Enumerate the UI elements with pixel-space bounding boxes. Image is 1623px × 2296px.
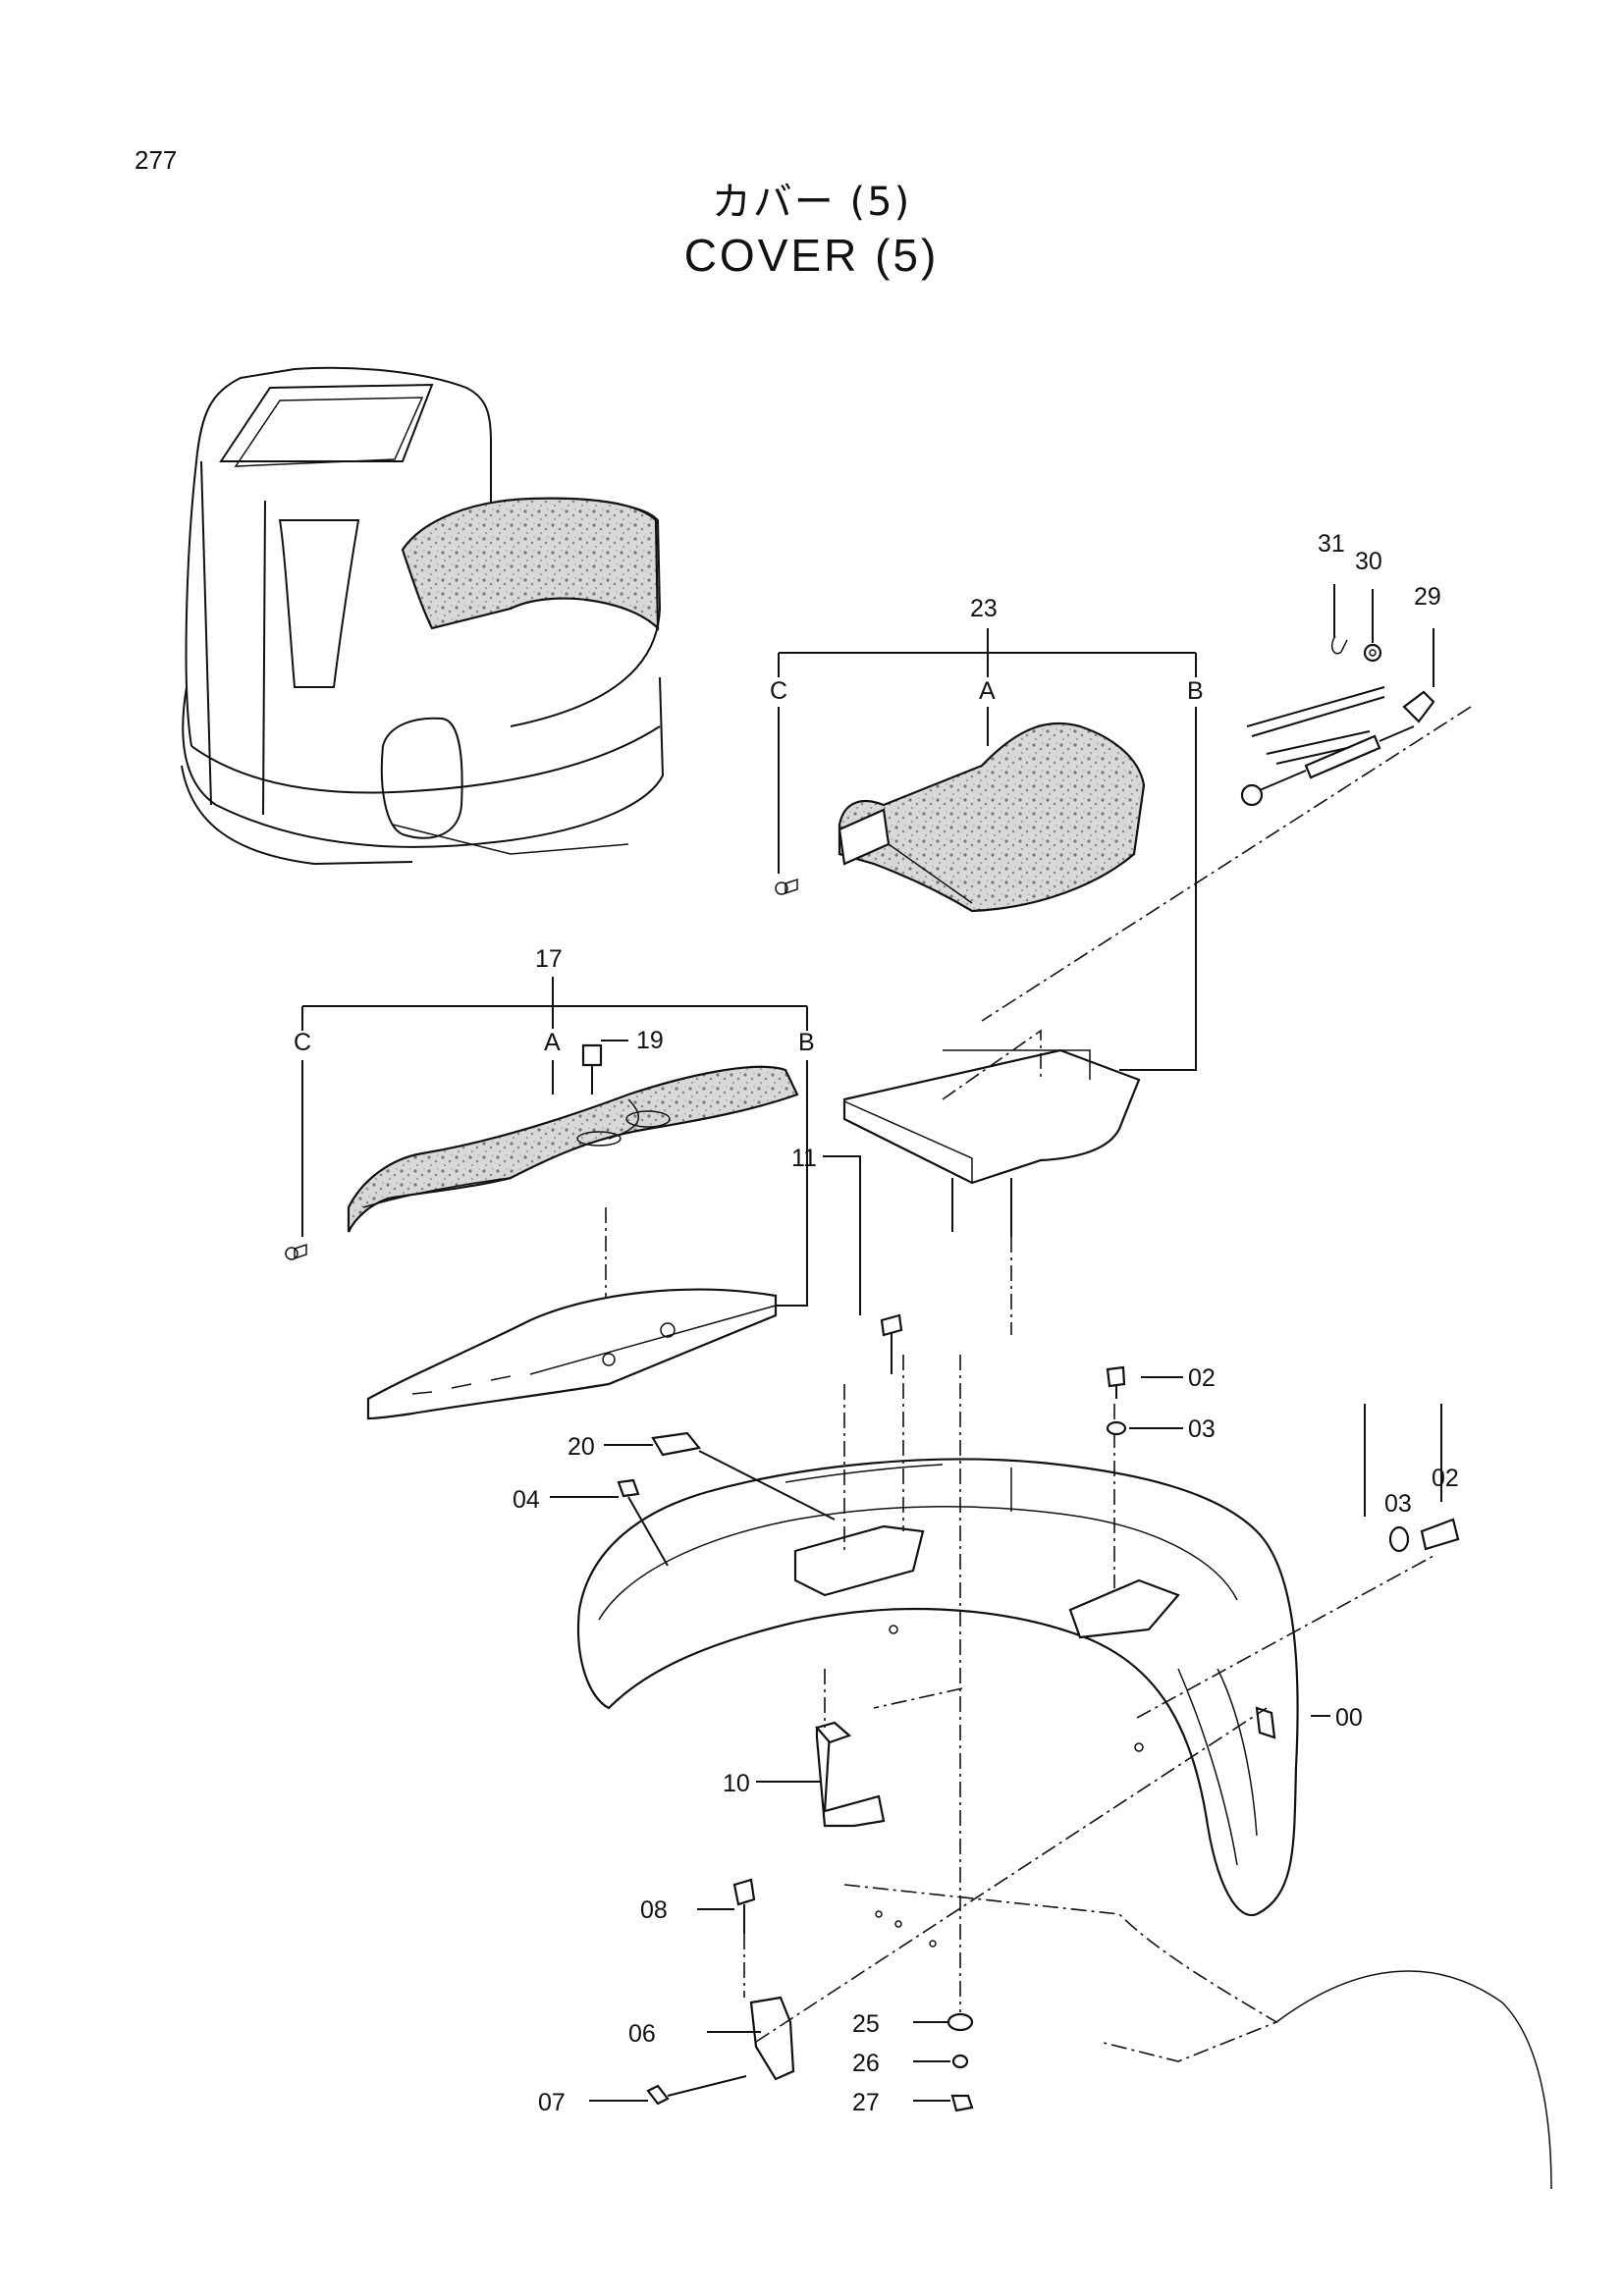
- callout-03-upper: 03: [1188, 1415, 1216, 1443]
- callout-11: 11: [791, 1145, 817, 1172]
- machine-overview: [181, 366, 665, 866]
- callout-23: 23: [970, 595, 998, 622]
- callout-02-upper: 02: [1188, 1364, 1216, 1392]
- plate: [366, 1288, 778, 1420]
- callout-19: 19: [636, 1027, 664, 1054]
- letter-c-17: C: [294, 1029, 311, 1056]
- title-block: カバー (5) COVER (5): [0, 177, 1623, 283]
- callout-27: 27: [852, 2089, 880, 2116]
- title-english: COVER (5): [683, 230, 940, 281]
- callout-04: 04: [513, 1486, 540, 1514]
- callout-03-right: 03: [1384, 1490, 1412, 1518]
- letter-b-17: B: [798, 1029, 815, 1056]
- callout-10: 10: [723, 1770, 750, 1797]
- callout-labels: 23 17 19 11 20 04 10 08 06 07 25 26 27 0…: [294, 530, 1459, 2116]
- letter-c-23: C: [770, 677, 787, 705]
- callout-02-right: 02: [1432, 1465, 1459, 1492]
- callout-29: 29: [1414, 583, 1441, 611]
- callout-08: 08: [640, 1896, 668, 1924]
- callout-00: 00: [1335, 1704, 1363, 1732]
- bottom-hardware: [589, 1355, 1552, 2190]
- letter-a-17: A: [544, 1029, 561, 1056]
- floor-panel: [842, 1029, 1141, 1335]
- part-00-fender: [577, 1355, 1434, 1917]
- page-number: 277: [135, 145, 178, 175]
- title-japanese: カバー (5): [711, 180, 912, 225]
- callout-20: 20: [568, 1433, 595, 1461]
- letter-a-23: A: [979, 677, 996, 705]
- callout-07: 07: [538, 2089, 566, 2116]
- part-23-cover-mat: [775, 628, 1197, 1071]
- callout-26: 26: [852, 2050, 880, 2077]
- callout-31: 31: [1318, 530, 1345, 558]
- part-29-gas-spring: [981, 584, 1472, 1022]
- callout-30: 30: [1355, 548, 1382, 575]
- letter-b-23: B: [1187, 677, 1204, 705]
- callout-17: 17: [535, 945, 563, 973]
- small-parts: [550, 1155, 1460, 1828]
- callout-06: 06: [628, 2020, 656, 2048]
- callout-25: 25: [852, 2010, 880, 2038]
